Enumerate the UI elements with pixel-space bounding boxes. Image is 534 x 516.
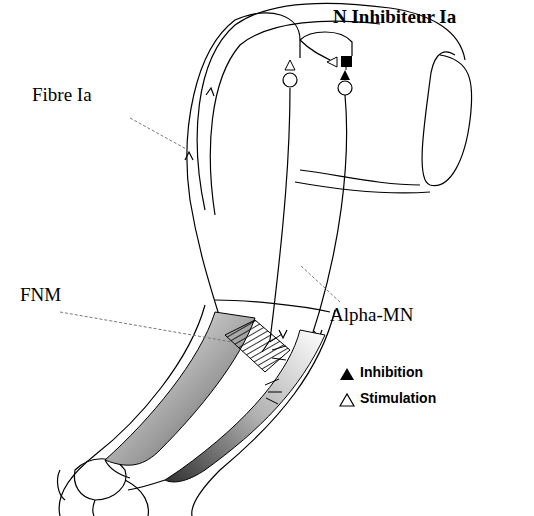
legend-text: Stimulation: [360, 390, 436, 406]
fiber-label: Fibre Ia: [32, 84, 92, 106]
inhibition-sample: [340, 368, 354, 380]
motoneuron-label: Alpha-MN: [330, 304, 413, 326]
legend-text: Inhibition: [360, 364, 423, 380]
stimulation-sample: [340, 394, 354, 406]
spindle-label: FNM: [20, 284, 61, 306]
interneuron-label: N Inhibiteur Ia: [333, 6, 456, 28]
